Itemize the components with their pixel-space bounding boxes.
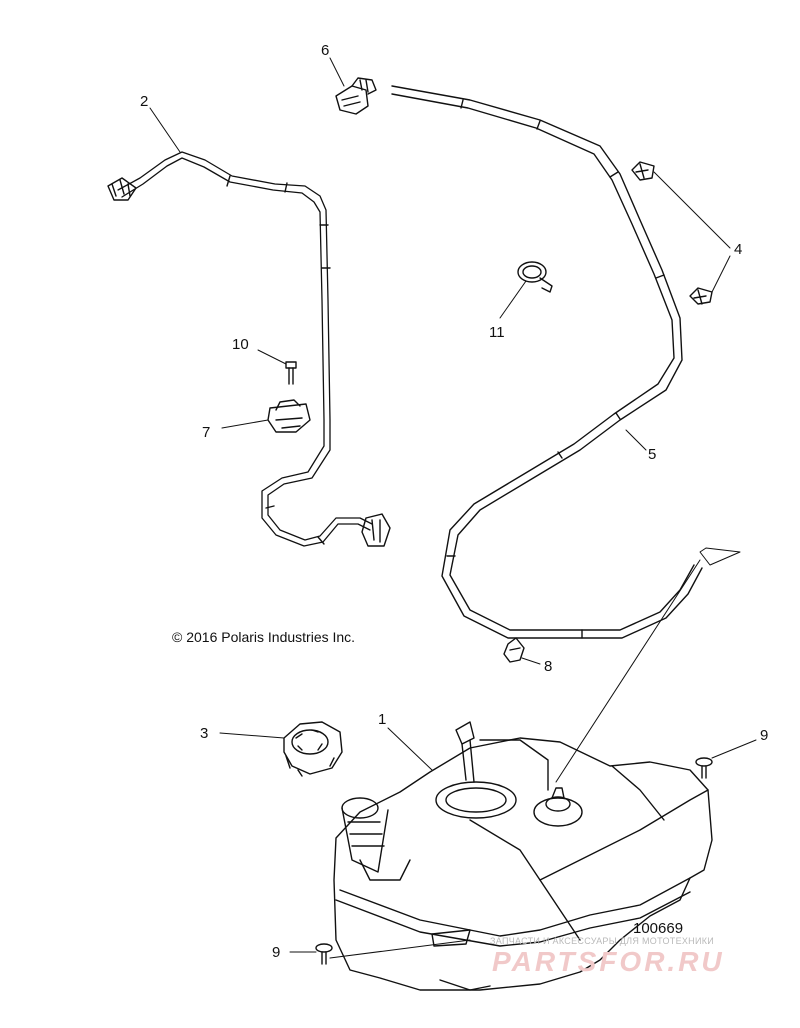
diagram-part-number: 100669 xyxy=(633,920,684,937)
callout-9-top: 9 xyxy=(760,727,769,744)
copyright-notice: © 2016 Polaris Industries Inc. xyxy=(172,629,356,645)
bolts-part-9 xyxy=(289,739,757,965)
watermark-logo: PARTSFOR.RU xyxy=(492,946,725,977)
clamp-part-11 xyxy=(499,261,553,319)
clip-part-7 xyxy=(221,399,311,433)
callout-1: 1 xyxy=(378,711,387,728)
fuel-tank-part-1 xyxy=(333,721,713,991)
callout-9-bottom: 9 xyxy=(272,944,281,961)
fitting-part-6 xyxy=(335,77,377,115)
clips-part-4 xyxy=(631,161,731,305)
vent-hose-part-5 xyxy=(391,85,741,783)
fuel-cap-part-3 xyxy=(219,721,343,777)
callout-4: 4 xyxy=(734,241,743,258)
callout-11: 11 xyxy=(489,324,505,341)
fuel-line-part-2 xyxy=(107,151,391,547)
callout-7: 7 xyxy=(202,424,211,441)
screw-part-10 xyxy=(257,349,297,385)
callout-5: 5 xyxy=(648,446,657,463)
clip-part-8 xyxy=(503,637,541,665)
callout-2: 2 xyxy=(140,93,149,110)
callout-6: 6 xyxy=(321,42,330,59)
callout-8: 8 xyxy=(544,658,553,675)
watermark-tagline: ЗАПЧАСТИ И АКСЕССУАРЫ ДЛЯ МОТОТЕХНИКИ xyxy=(490,936,715,946)
leader-lines xyxy=(149,57,647,451)
callout-10: 10 xyxy=(232,336,249,353)
callout-3: 3 xyxy=(200,725,209,742)
